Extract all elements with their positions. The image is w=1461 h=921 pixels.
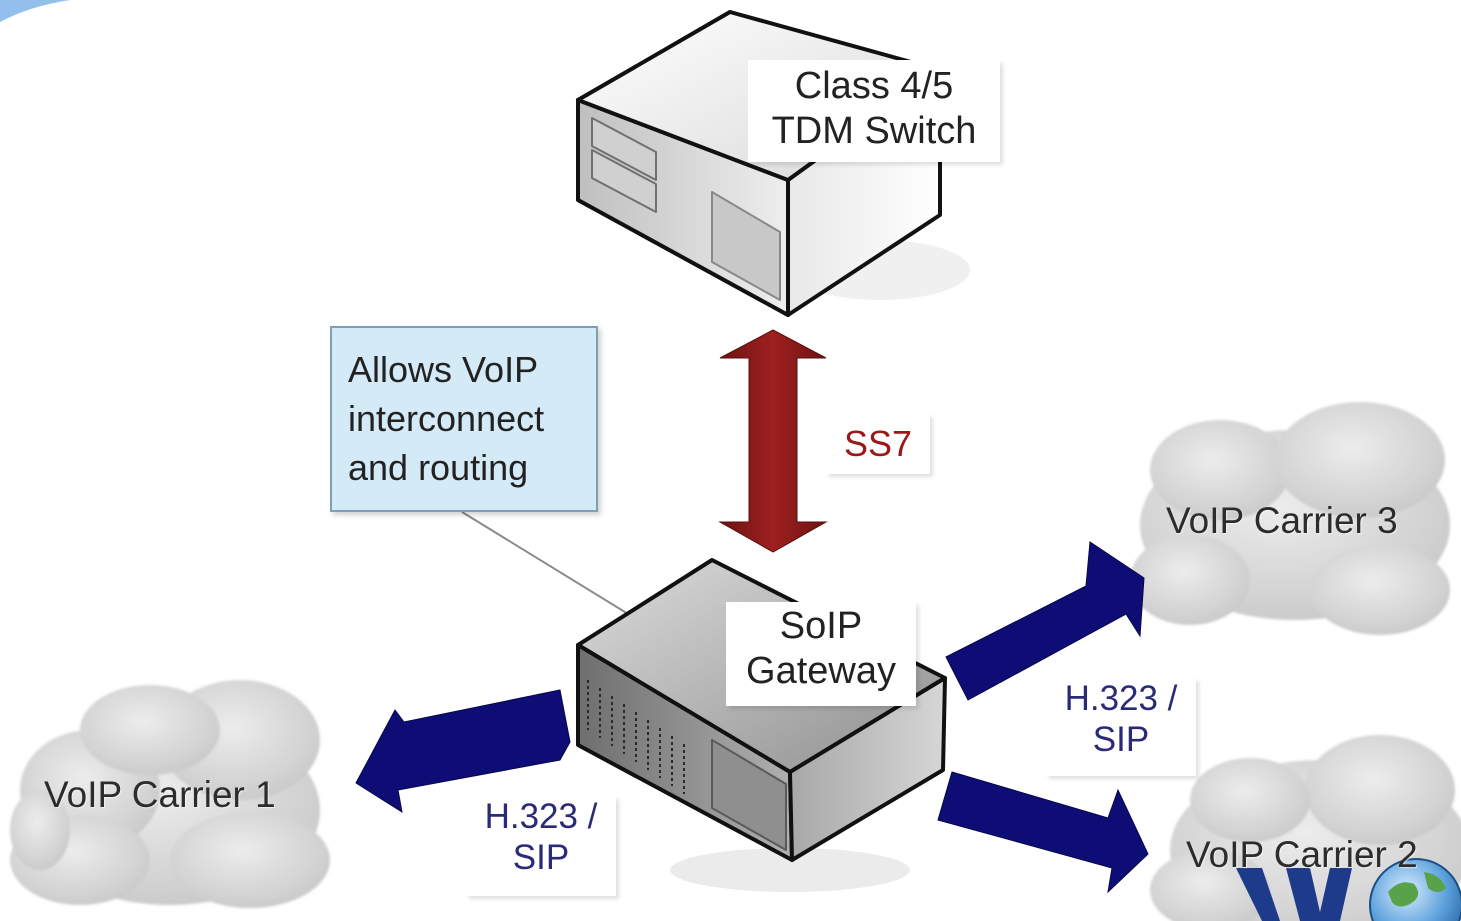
tdm-switch-label: Class 4/5 TDM Switch xyxy=(748,60,1000,162)
carrier-1-label: VoIP Carrier 1 xyxy=(44,774,276,815)
arrow-to-carrier-2 xyxy=(937,771,1149,894)
protocol-label-right-line-1: H.323 / xyxy=(1064,679,1178,718)
corner-accent xyxy=(0,0,70,22)
callout-box: Allows VoIP interconnect and routing xyxy=(330,326,598,512)
protocol-label-left: H.323 / SIP xyxy=(466,796,616,896)
carrier-3-label: VoIP Carrier 3 xyxy=(1166,500,1398,541)
globe-logo-icon xyxy=(1236,858,1461,921)
cloud-carrier-1 xyxy=(10,680,330,908)
ss7-arrow xyxy=(718,329,828,553)
protocol-label-right: H.323 / SIP xyxy=(1046,678,1196,776)
tdm-switch-label-line-2: TDM Switch xyxy=(771,109,977,152)
protocol-label-left-line-2: SIP xyxy=(512,838,570,878)
arrow-to-carrier-3 xyxy=(945,541,1145,701)
protocol-label-right-line-2: SIP xyxy=(1092,720,1150,760)
soip-gateway-label: SoIP Gateway xyxy=(726,602,916,706)
callout-line-1: Allows VoIP xyxy=(348,349,539,390)
tdm-switch-label-line-1: Class 4/5 xyxy=(794,65,954,107)
protocol-label-left-line-1: H.323 / xyxy=(484,797,598,836)
carrier-2-label: VoIP Carrier 2 xyxy=(1186,834,1418,875)
callout-line-2: interconnect xyxy=(348,397,545,439)
gateway-shadow xyxy=(670,848,910,892)
soip-gateway-label-line-2: Gateway xyxy=(746,649,896,692)
ss7-label: SS7 xyxy=(826,414,930,474)
arrow-to-carrier-1 xyxy=(355,689,571,814)
callout-line-3: and routing xyxy=(348,446,529,488)
soip-gateway-label-line-1: SoIP xyxy=(779,605,863,647)
cloud-carrier-3 xyxy=(1130,402,1450,635)
